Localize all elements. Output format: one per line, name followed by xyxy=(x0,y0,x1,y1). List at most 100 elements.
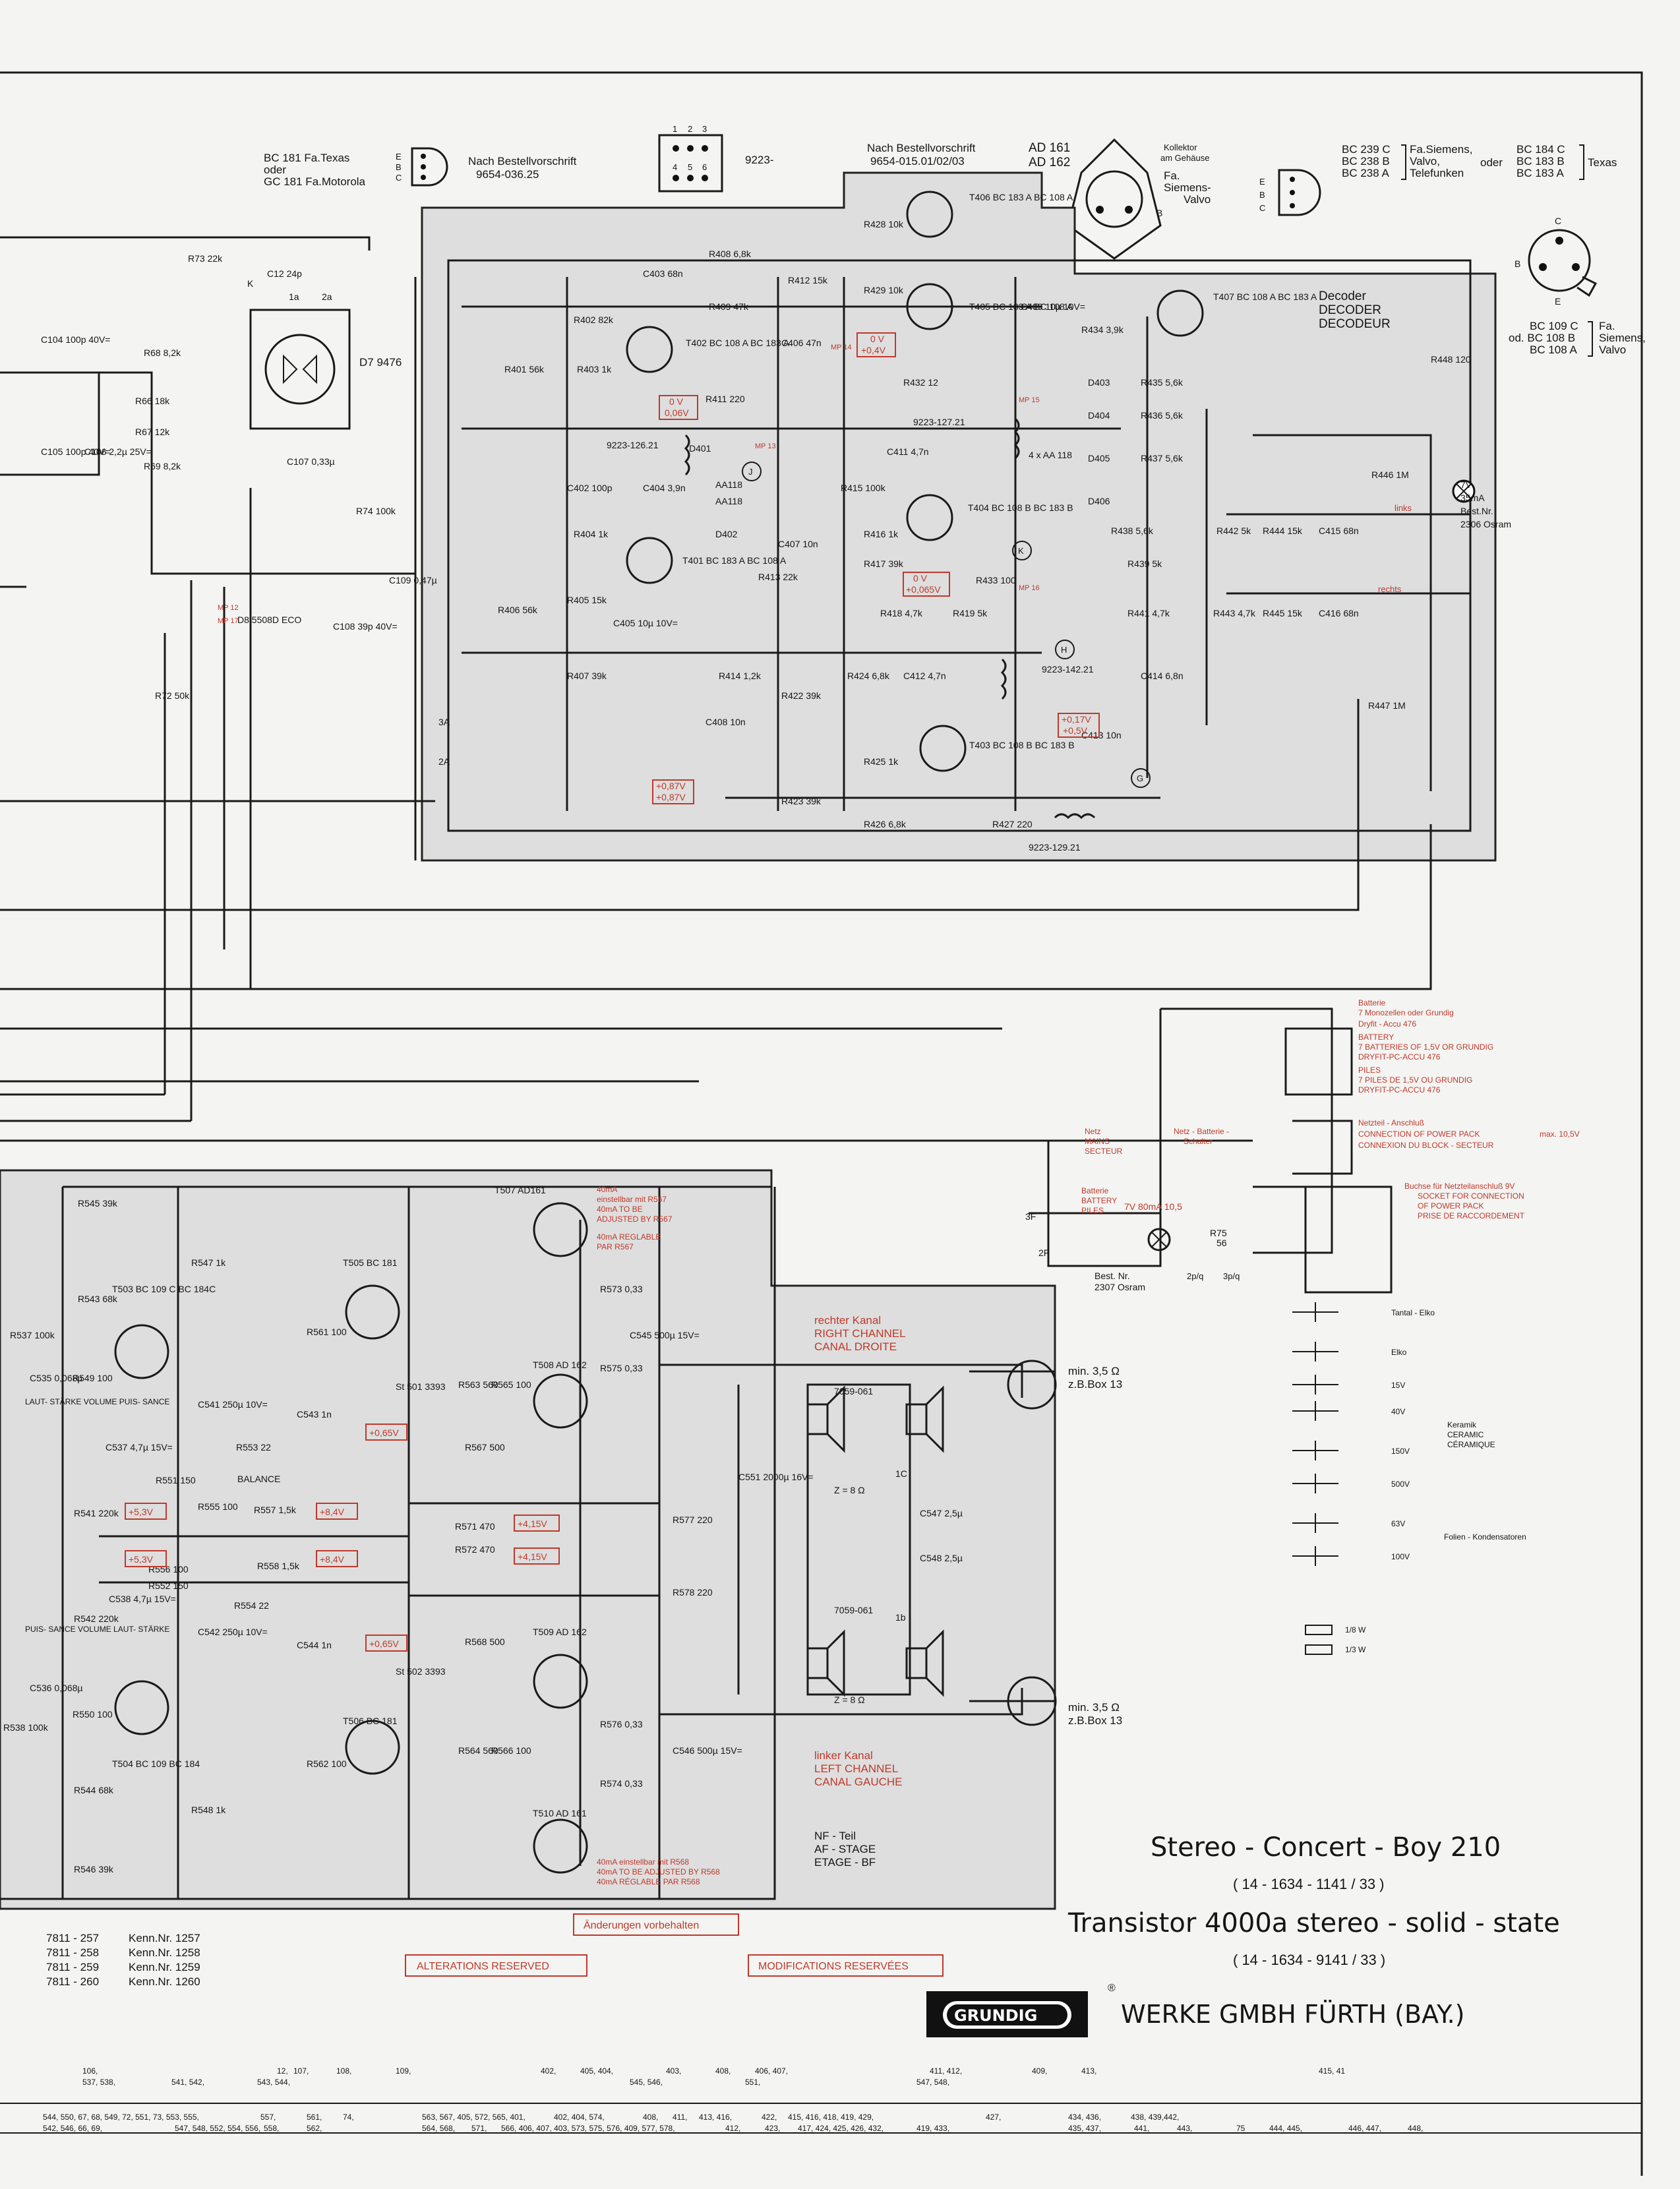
svg-text:R550 100: R550 100 xyxy=(73,1709,113,1720)
svg-text:PILES: PILES xyxy=(1358,1065,1381,1075)
svg-text:ETAGE - BF: ETAGE - BF xyxy=(814,1856,876,1869)
svg-text:R558 1,5k: R558 1,5k xyxy=(257,1561,300,1571)
svg-text:443,: 443, xyxy=(1177,2124,1192,2133)
svg-text:C542 250µ 10V=: C542 250µ 10V= xyxy=(198,1627,268,1637)
svg-text:Batterie: Batterie xyxy=(1081,1186,1109,1195)
svg-text:C408 10n: C408 10n xyxy=(705,717,746,727)
svg-text:413,: 413, xyxy=(1081,2066,1096,2076)
svg-text:GRUNDIG: GRUNDIG xyxy=(954,2006,1037,2025)
svg-text:9223-142.21: 9223-142.21 xyxy=(1042,664,1094,675)
svg-text:0,06V: 0,06V xyxy=(665,407,689,418)
svg-text:438, 439,: 438, 439, xyxy=(1131,2113,1164,2122)
svg-text:Kenn.Nr. 1259: Kenn.Nr. 1259 xyxy=(129,1961,200,1973)
svg-text:AD 162: AD 162 xyxy=(1029,156,1070,169)
indicator-lamp-icon xyxy=(1452,479,1476,503)
svg-text:R576 0,33: R576 0,33 xyxy=(600,1719,643,1729)
svg-text:T503 BC 109 C BC 184C: T503 BC 109 C BC 184C xyxy=(112,1284,216,1294)
svg-text:T508 AD 162: T508 AD 162 xyxy=(533,1360,587,1370)
svg-text:C: C xyxy=(1555,216,1561,226)
svg-text:Fa.: Fa. xyxy=(1599,320,1615,332)
svg-text:BATTERY: BATTERY xyxy=(1358,1033,1394,1042)
svg-text:Änderungen vorbehalten: Änderungen vorbehalten xyxy=(584,1919,699,1931)
svg-text:C12 24p: C12 24p xyxy=(267,268,302,279)
svg-text:R406 56k: R406 56k xyxy=(498,605,538,615)
svg-text:T510 AD 161: T510 AD 161 xyxy=(533,1808,587,1818)
svg-text:547, 548, 552, 554, 556,: 547, 548, 552, 554, 556, xyxy=(175,2124,260,2133)
svg-text:7 BATTERIES OF 1,5V OR GRUNDIG: 7 BATTERIES OF 1,5V OR GRUNDIG xyxy=(1358,1042,1493,1052)
svg-text:R66 18k: R66 18k xyxy=(135,396,170,406)
component-index: 106, 12, 107, 108, 109, 402, 405, 404, 4… xyxy=(43,2066,1423,2133)
svg-text:AD 161: AD 161 xyxy=(1029,141,1070,155)
svg-text:427,: 427, xyxy=(986,2113,1001,2122)
svg-text:+8,4V: +8,4V xyxy=(320,1554,345,1565)
svg-text:+0,65V: +0,65V xyxy=(369,1638,399,1649)
svg-text:AA118: AA118 xyxy=(715,496,742,506)
svg-text:402, 404, 574,: 402, 404, 574, xyxy=(554,2113,605,2122)
svg-text:R74 100k: R74 100k xyxy=(356,506,396,516)
svg-text:MP 14: MP 14 xyxy=(831,344,852,351)
svg-text:Tantal - Elko: Tantal - Elko xyxy=(1391,1308,1435,1317)
svg-text:B: B xyxy=(1259,190,1265,200)
svg-text:od. BC 108 B: od. BC 108 B xyxy=(1509,332,1575,344)
svg-text:566, 406, 407, 403, 573, 575,: 566, 406, 407, 403, 573, 575, 576, 409, … xyxy=(501,2124,675,2133)
svg-text:Elko: Elko xyxy=(1391,1348,1407,1357)
svg-text:R428 10k: R428 10k xyxy=(864,219,904,229)
svg-text:40mA RÉGLABLE PAR R568: 40mA RÉGLABLE PAR R568 xyxy=(597,1876,700,1886)
svg-text:R73 22k: R73 22k xyxy=(188,253,223,264)
svg-text:40mA TO BE: 40mA TO BE xyxy=(597,1205,643,1214)
to18-pinout-icon: C B E xyxy=(1515,216,1598,307)
svg-text:D401: D401 xyxy=(689,443,711,454)
svg-text:SOCKET FOR CONNECTION: SOCKET FOR CONNECTION xyxy=(1418,1191,1524,1201)
svg-text:C544 1n: C544 1n xyxy=(297,1640,332,1650)
small-transistor-pinout-icon: E B C xyxy=(1259,169,1321,216)
svg-text:108,: 108, xyxy=(336,2066,351,2076)
svg-text:R567 500: R567 500 xyxy=(465,1442,505,1453)
svg-text:oder: oder xyxy=(1480,156,1503,169)
svg-text:537, 538,: 537, 538, xyxy=(82,2078,115,2087)
svg-text:BC 183 B: BC 183 B xyxy=(1516,155,1565,167)
input-section: R73 22k C12 24p 1a 2a D7 9476 C104 100p … xyxy=(0,236,1432,1142)
svg-text:OF POWER PACK: OF POWER PACK xyxy=(1418,1201,1484,1211)
svg-text:C545 500µ 15V=: C545 500µ 15V= xyxy=(630,1330,700,1340)
svg-text:C107 0,33µ: C107 0,33µ xyxy=(287,456,335,467)
svg-text:Netz: Netz xyxy=(1085,1127,1101,1136)
svg-text:408,: 408, xyxy=(643,2113,658,2122)
svg-text:DECODER: DECODER xyxy=(1319,303,1381,317)
svg-text:Netzteil - Anschluß: Netzteil - Anschluß xyxy=(1358,1118,1424,1127)
svg-text:max. 10,5V: max. 10,5V xyxy=(1540,1129,1580,1139)
svg-text:C415 68n: C415 68n xyxy=(1319,525,1359,536)
svg-text:Batterie: Batterie xyxy=(1358,998,1386,1007)
model-title-2: Transistor 4000a stereo - solid - state xyxy=(1067,1908,1560,1938)
svg-text:0 V: 0 V xyxy=(669,396,684,407)
svg-text:1/8 W: 1/8 W xyxy=(1345,1625,1366,1634)
svg-text:H: H xyxy=(1061,645,1067,655)
svg-text:CANAL DROITE: CANAL DROITE xyxy=(814,1340,897,1353)
svg-text:+0,87V: +0,87V xyxy=(656,792,686,802)
svg-text:9223-: 9223- xyxy=(745,154,773,166)
svg-text:2306 Osram: 2306 Osram xyxy=(1460,519,1511,529)
svg-text:R415 100k: R415 100k xyxy=(841,483,886,493)
svg-text:R435 5,6k: R435 5,6k xyxy=(1141,377,1184,388)
svg-text:435, 437,: 435, 437, xyxy=(1068,2124,1101,2133)
svg-text:40mA einstellbar mit R568: 40mA einstellbar mit R568 xyxy=(597,1857,689,1867)
svg-text:448,: 448, xyxy=(1408,2124,1423,2133)
svg-text:3F: 3F xyxy=(1025,1211,1036,1222)
svg-text:BALANCE: BALANCE xyxy=(237,1474,280,1484)
svg-text:R578 220: R578 220 xyxy=(673,1587,713,1598)
svg-text:C105 100p 40V=: C105 100p 40V= xyxy=(41,446,110,457)
svg-text:+5,3V: +5,3V xyxy=(129,1554,154,1565)
svg-text:C106 2,2µ 25V=: C106 2,2µ 25V= xyxy=(84,446,152,457)
svg-text:434, 436,: 434, 436, xyxy=(1068,2113,1101,2122)
svg-text:E: E xyxy=(396,152,402,162)
svg-text:40mA TO BE ADJUSTED BY R568: 40mA TO BE ADJUSTED BY R568 xyxy=(597,1867,720,1876)
svg-text:R439 5k: R439 5k xyxy=(1127,558,1162,569)
svg-text:R438 5,6k: R438 5,6k xyxy=(1111,525,1154,536)
svg-text:557,: 557, xyxy=(260,2113,276,2122)
svg-text:1/3 W: 1/3 W xyxy=(1345,1645,1366,1654)
svg-text:558,: 558, xyxy=(264,2124,279,2133)
svg-text:6: 6 xyxy=(702,162,707,172)
svg-text:T407 BC 108 A BC 183 A: T407 BC 108 A BC 183 A xyxy=(1213,291,1317,302)
svg-text:T504 BC 109 BC 184: T504 BC 109 BC 184 xyxy=(112,1758,200,1769)
svg-text:CERAMIC: CERAMIC xyxy=(1447,1430,1484,1439)
